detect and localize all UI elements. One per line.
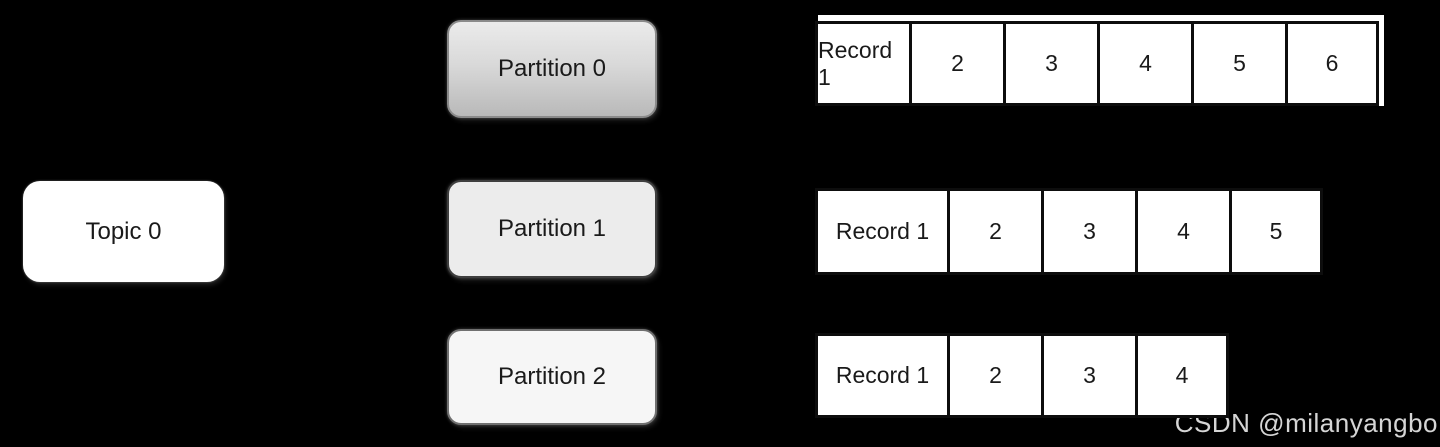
- topic-label: Topic 0: [85, 217, 162, 245]
- record-cell: 2: [947, 333, 1041, 418]
- record-cell: 2: [947, 188, 1041, 275]
- partition-1-label: Partition 1: [497, 215, 607, 242]
- partition-box-2: Partition 2: [447, 329, 657, 425]
- record-cell: 3: [1041, 188, 1135, 275]
- record-row-partition-2: Record 1 2 3 4: [815, 333, 1229, 418]
- record-cell: Record 1: [815, 188, 947, 275]
- record-cell: 6: [1285, 21, 1379, 106]
- record-cell: 5: [1229, 188, 1323, 275]
- record-cell: 4: [1135, 333, 1229, 418]
- record-cell: 5: [1191, 21, 1285, 106]
- record-cell: 3: [1041, 333, 1135, 418]
- record-cell: 3: [1003, 21, 1097, 106]
- record-cell: 2: [909, 21, 1003, 106]
- partition-box-0: Partition 0: [447, 20, 657, 118]
- record-row-partition-1: Record 1 2 3 4 5: [815, 188, 1323, 275]
- record-cell: Record 1: [815, 333, 947, 418]
- partition-0-label: Partition 0: [497, 55, 607, 82]
- partition-box-1: Partition 1: [447, 180, 657, 278]
- record-cell: 4: [1097, 21, 1191, 106]
- record-row-partition-0: Record 1 2 3 4 5 6: [815, 15, 1384, 106]
- topic-box: Topic 0: [23, 181, 224, 282]
- partition-2-label: Partition 2: [497, 363, 607, 390]
- record-cell: Record 1: [815, 21, 909, 106]
- record-cell: 4: [1135, 188, 1229, 275]
